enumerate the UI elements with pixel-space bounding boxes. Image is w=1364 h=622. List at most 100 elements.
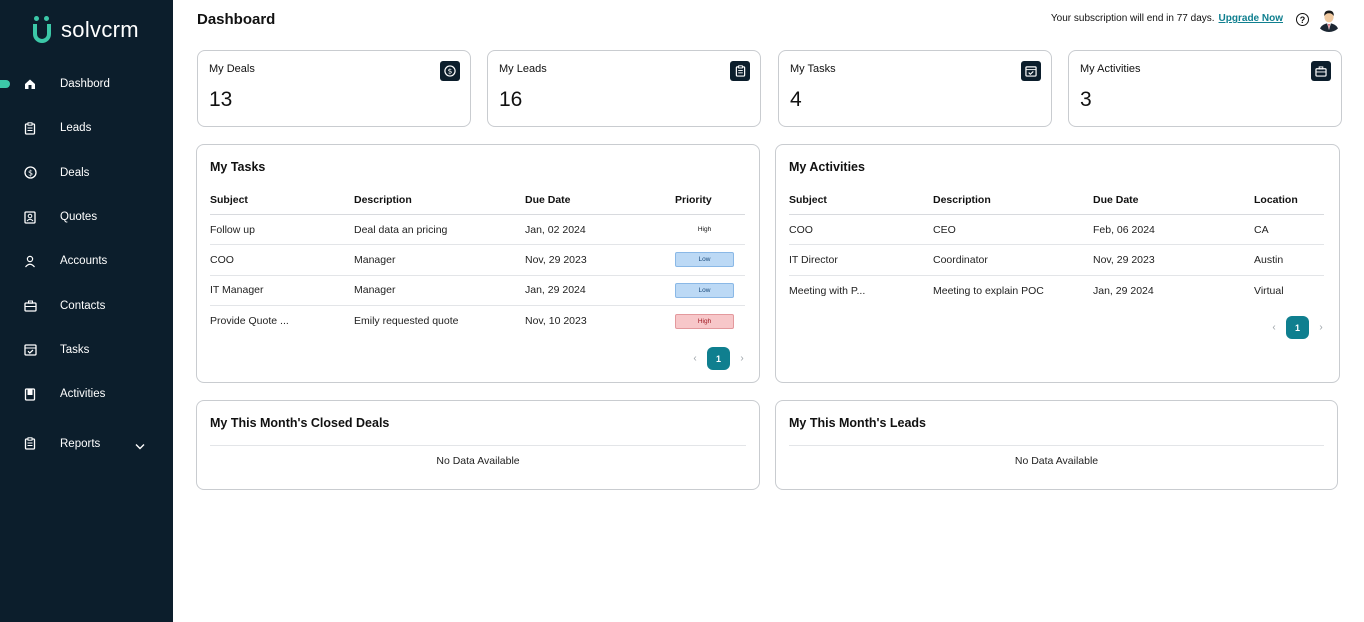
clipboard-icon (730, 61, 750, 81)
subscription-notice: Your subscription will end in 77 days. U… (1051, 13, 1283, 24)
activity-due-date: Feb, 06 2024 (1093, 223, 1155, 236)
activity-description: Coordinator (933, 253, 988, 266)
calendar-check-icon (23, 343, 37, 357)
task-due-date: Nov, 29 2023 (525, 253, 587, 266)
sidebar-item-dashboard[interactable]: Dashbord (0, 62, 173, 106)
avatar[interactable] (1316, 6, 1342, 32)
column-header[interactable]: Due Date (1093, 193, 1139, 206)
chevron-down-icon[interactable] (135, 437, 145, 455)
month-leads-panel: My This Month's Leads No Data Available (775, 400, 1338, 490)
upgrade-now-link[interactable]: Upgrade Now (1218, 13, 1283, 24)
chevron-left-icon[interactable]: ‹ (1272, 322, 1276, 333)
subscription-text: Your subscription will end in 77 days. (1050, 13, 1215, 24)
table-row[interactable]: COO Manager Nov, 29 2023 Low (210, 245, 745, 276)
sidebar-item-tasks[interactable]: Tasks (0, 328, 173, 372)
main-content: Dashboard Your subscription will end in … (173, 0, 1364, 622)
sidebar-item-leads[interactable]: Leads (0, 106, 173, 150)
sidebar-item-label: Quotes (60, 211, 98, 224)
sidebar-nav: Dashbord Leads $ Deals Quotes (0, 62, 173, 466)
table-row[interactable]: IT Manager Manager Jan, 29 2024 Low (210, 276, 745, 306)
brand-logo[interactable]: solvcrm (32, 16, 139, 44)
dollar-icon: $ (440, 61, 460, 81)
column-header[interactable]: Subject (210, 193, 248, 206)
chevron-left-icon[interactable]: ‹ (693, 353, 697, 364)
sidebar-item-quotes[interactable]: Quotes (0, 195, 173, 239)
stat-value: 16 (499, 88, 523, 111)
task-description: Emily requested quote (354, 315, 459, 328)
task-description: Manager (354, 284, 396, 297)
page-button[interactable]: 1 (707, 347, 730, 370)
chevron-right-icon[interactable]: › (740, 353, 744, 364)
sidebar-item-label: Dashbord (60, 78, 110, 91)
divider (210, 445, 746, 446)
tasks-table: Subject Description Due Date Priority Fo… (210, 185, 745, 336)
table-row[interactable]: Follow up Deal data an pricing Jan, 02 2… (210, 215, 745, 246)
activity-subject[interactable]: IT Director (789, 253, 838, 266)
task-due-date: Nov, 10 2023 (525, 315, 587, 328)
priority-badge: High (697, 225, 712, 233)
column-header[interactable]: Priority (675, 193, 712, 206)
sidebar-item-activities[interactable]: Activities (0, 372, 173, 416)
book-icon (23, 387, 37, 401)
table-row[interactable]: Provide Quote ... Emily requested quote … (210, 306, 745, 336)
table-header: Subject Description Due Date Location (789, 185, 1324, 215)
activity-due-date: Nov, 29 2023 (1093, 253, 1155, 266)
sidebar-item-deals[interactable]: $ Deals (0, 151, 173, 195)
task-subject[interactable]: COO (210, 253, 234, 266)
column-header[interactable]: Location (1254, 193, 1298, 206)
sidebar-item-label: Contacts (60, 299, 106, 312)
stat-card-deals[interactable]: My Deals 13 $ (197, 50, 471, 127)
page-title: Dashboard (197, 11, 276, 28)
task-subject[interactable]: Provide Quote ... (210, 315, 289, 328)
stat-card-activities[interactable]: My Activities 3 (1068, 50, 1342, 127)
stat-card-tasks[interactable]: My Tasks 4 (778, 50, 1052, 127)
briefcase-icon (1311, 61, 1331, 81)
table-row[interactable]: COO CEO Feb, 06 2024 CA (789, 215, 1324, 246)
priority-badge: High (675, 313, 734, 329)
activity-location: Austin (1254, 253, 1284, 266)
task-description: Deal data an pricing (354, 223, 448, 236)
task-subject[interactable]: Follow up (210, 223, 255, 236)
sidebar: solvcrm Dashbord Leads $ Deals (0, 0, 173, 622)
column-header[interactable]: Description (354, 193, 412, 206)
activities-table: Subject Description Due Date Location CO… (789, 185, 1324, 306)
activity-due-date: Jan, 29 2024 (1093, 284, 1154, 297)
user-icon (23, 254, 37, 268)
sidebar-item-reports[interactable]: Reports (0, 421, 173, 465)
activity-description: Meeting to explain POC (933, 284, 1044, 297)
column-header[interactable]: Due Date (525, 193, 571, 206)
sidebar-item-accounts[interactable]: Accounts (0, 239, 173, 283)
home-icon (23, 77, 37, 91)
table-row[interactable]: Meeting with P... Meeting to explain POC… (789, 276, 1324, 306)
chevron-right-icon[interactable]: › (1319, 322, 1323, 333)
empty-state-text: No Data Available (436, 455, 520, 467)
stat-value: 13 (209, 88, 233, 111)
sidebar-item-label: Activities (60, 388, 106, 401)
column-header[interactable]: Subject (789, 193, 827, 206)
sidebar-item-contacts[interactable]: Contacts (0, 283, 173, 327)
stat-value: 4 (790, 88, 802, 111)
help-icon[interactable]: ? (1296, 13, 1309, 26)
activities-panel: My Activities Subject Description Due Da… (775, 144, 1340, 383)
brand-name: solvcrm (61, 17, 139, 42)
sidebar-item-label: Leads (60, 122, 92, 135)
divider (789, 445, 1324, 446)
page-button[interactable]: 1 (1286, 316, 1309, 339)
column-header[interactable]: Description (933, 193, 991, 206)
calendar-check-icon (1021, 61, 1041, 81)
stat-card-leads[interactable]: My Leads 16 (487, 50, 761, 127)
panel-title: My This Month's Leads (789, 416, 927, 430)
empty-state-text: No Data Available (1014, 455, 1099, 467)
panel-title: My Activities (789, 160, 865, 174)
quote-icon (23, 210, 37, 224)
stat-label: My Leads (499, 63, 547, 75)
stat-label: My Deals (209, 63, 255, 75)
sidebar-item-label: Accounts (60, 255, 108, 268)
activity-location: CA (1254, 223, 1269, 236)
tasks-pagination: ‹ 1 › (689, 347, 748, 370)
activity-subject[interactable]: COO (789, 223, 813, 236)
table-row[interactable]: IT Director Coordinator Nov, 29 2023 Aus… (789, 245, 1324, 276)
activity-subject[interactable]: Meeting with P... (789, 284, 866, 297)
task-subject[interactable]: IT Manager (210, 284, 264, 297)
